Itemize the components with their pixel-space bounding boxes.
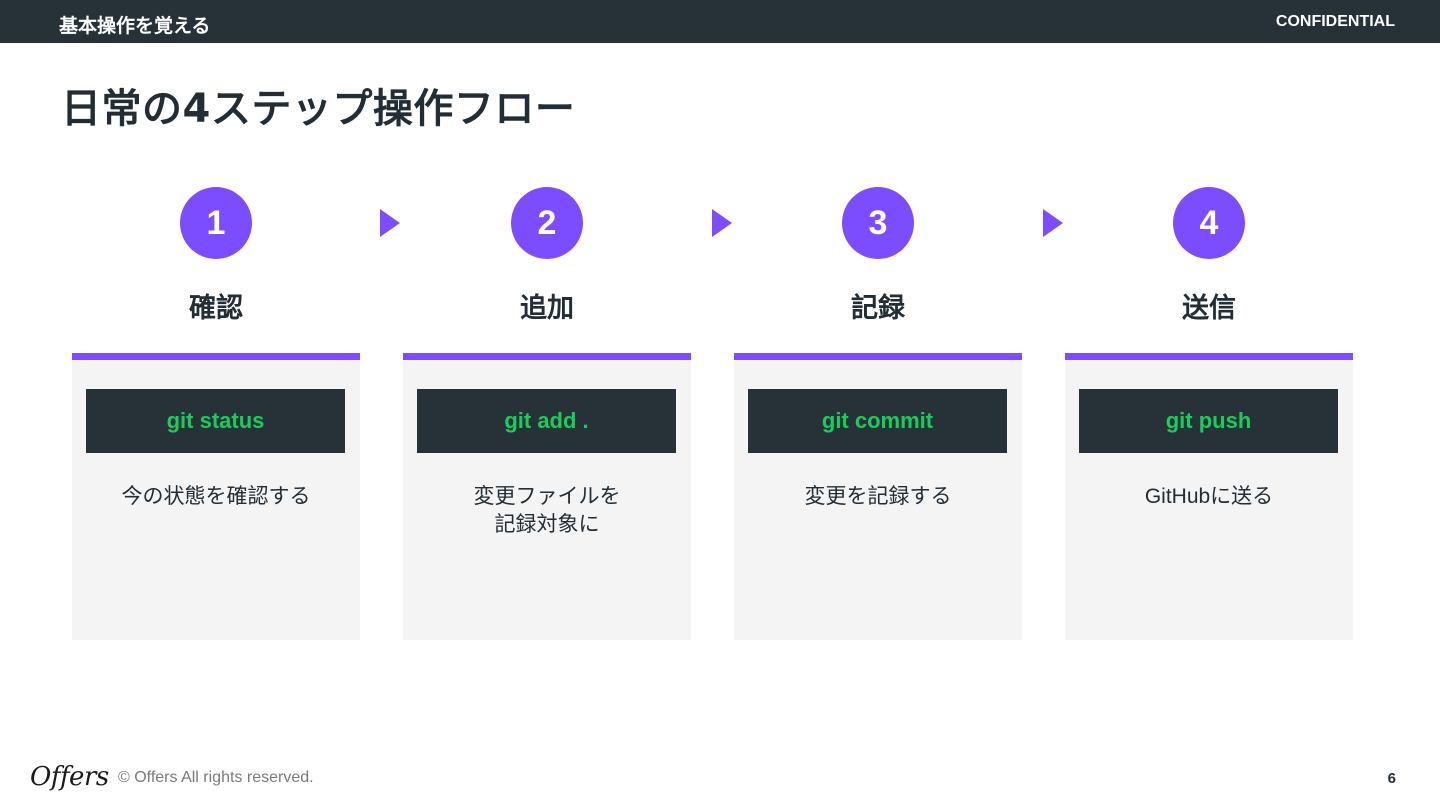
step-1-command: git status <box>86 389 345 453</box>
step-2-command: git add . <box>417 389 676 453</box>
step-1-card: git status 今の状態を確認する <box>72 353 360 640</box>
step-3-description: 変更を記録する <box>804 485 952 508</box>
step-1-label: 確認 <box>189 293 243 324</box>
step-4-command: git push <box>1079 389 1338 453</box>
step-3-label: 記録 <box>851 293 905 324</box>
header-bar: 基本操作を覚える CONFIDENTIAL <box>0 0 1440 43</box>
step-1-number-badge: 1 <box>180 187 252 259</box>
copyright-text: © Offers All rights reserved. <box>118 769 314 786</box>
step-3-number-badge: 3 <box>842 187 914 259</box>
arrow-right-icon <box>380 209 400 237</box>
step-3-command: git commit <box>748 389 1007 453</box>
page-title: 日常の4ステップ操作フロー <box>61 86 576 132</box>
step-2-card: git add . 変更ファイルを 記録対象に <box>403 353 691 640</box>
offers-logo: Offers <box>30 762 109 792</box>
confidential-label: CONFIDENTIAL <box>1275 13 1395 30</box>
step-4-card: git push GitHubに送る <box>1065 353 1353 640</box>
step-1-description: 今の状態を確認する <box>121 485 311 508</box>
arrow-right-icon <box>712 209 732 237</box>
step-3-card: git commit 変更を記録する <box>734 353 1022 640</box>
arrow-right-icon <box>1043 209 1063 237</box>
page-number: 6 <box>1387 770 1396 787</box>
step-2-description: 変更ファイルを 記録対象に <box>473 485 621 536</box>
step-4-label: 送信 <box>1182 293 1236 324</box>
step-2-number-badge: 2 <box>511 187 583 259</box>
step-2-label: 追加 <box>520 293 574 324</box>
section-title: 基本操作を覚える <box>59 15 211 37</box>
step-4-description: GitHubに送る <box>1144 485 1274 508</box>
step-4-number-badge: 4 <box>1173 187 1245 259</box>
